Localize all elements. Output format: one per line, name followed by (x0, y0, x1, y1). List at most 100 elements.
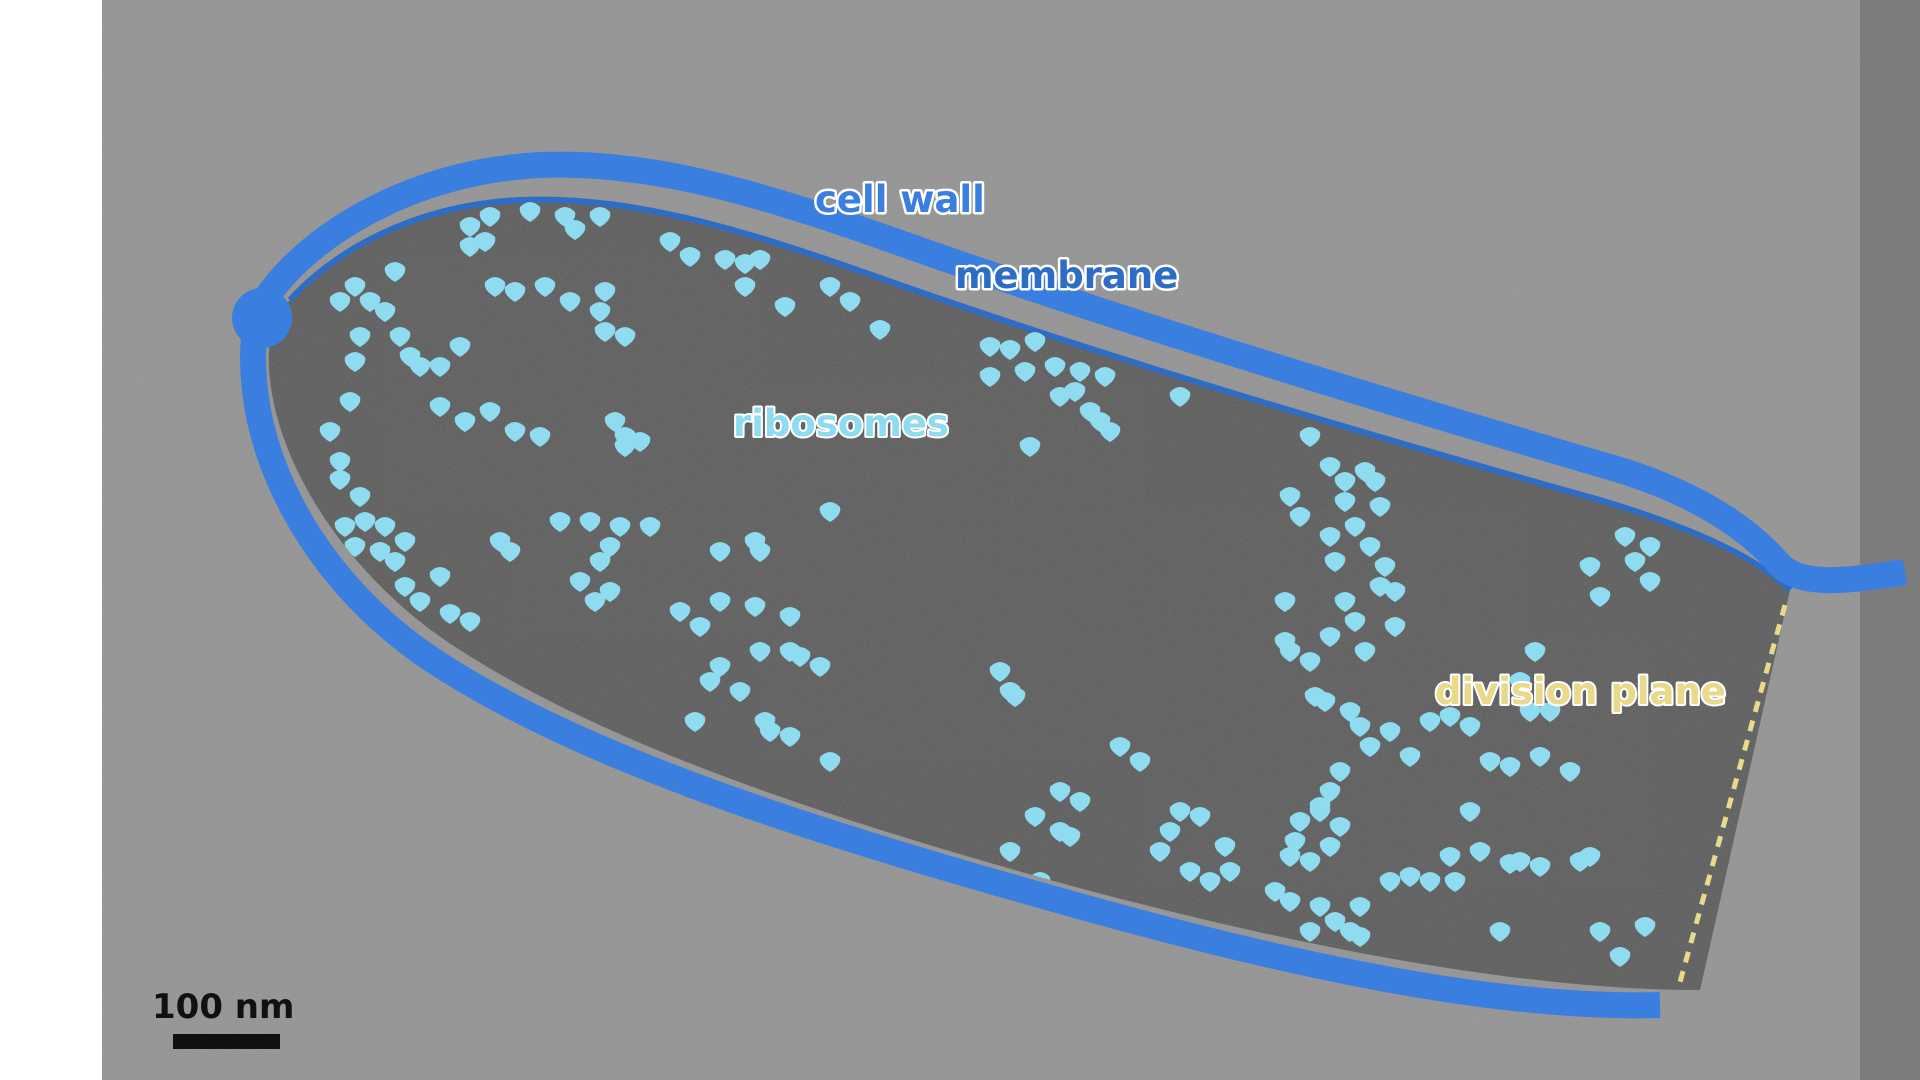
ribosome-particle-icon (1274, 592, 1296, 612)
ribosome-particle-icon (534, 277, 556, 297)
ribosome-particle-icon (989, 662, 1011, 682)
membrane-outline (287, 196, 1793, 593)
ribosome-particle-icon (1064, 382, 1086, 402)
ribosome-particle-icon (459, 217, 481, 237)
ribosome-particle-icon (1329, 817, 1351, 837)
ribosome-particle-icon (1609, 947, 1631, 967)
ribosome-particle-icon (1509, 672, 1531, 692)
ribosome-particle-icon (1359, 537, 1381, 557)
ribosome-particle-icon (1579, 847, 1601, 867)
ribosome-particle-icon (819, 752, 841, 772)
ribosome-particle-icon (1129, 752, 1151, 772)
ribosome-particle-icon (779, 607, 801, 627)
ribosome-particle-icon (1459, 802, 1481, 822)
ribosome-particle-icon (529, 427, 551, 447)
ribosome-particle-icon (1364, 472, 1386, 492)
ribosome-layer (319, 202, 1661, 967)
ribosome-particle-icon (709, 592, 731, 612)
scale-bar-label: 100 nm (152, 987, 294, 1027)
ribosome-particle-icon (1419, 712, 1441, 732)
ribosome-particle-icon (699, 672, 721, 692)
ribosome-particle-icon (394, 532, 416, 552)
ribosome-particle-icon (709, 542, 731, 562)
ribosome-particle-icon (474, 232, 496, 252)
ribosome-particle-icon (329, 292, 351, 312)
ribosome-particle-icon (1624, 552, 1646, 572)
ribosome-particle-icon (584, 592, 606, 612)
ribosome-particle-icon (429, 357, 451, 377)
scale-bar (173, 1034, 280, 1049)
division-plane-label: division plane (1435, 670, 1726, 713)
ribosome-particle-icon (999, 340, 1021, 360)
ribosome-particle-icon (819, 502, 841, 522)
ribosome-particle-icon (504, 422, 526, 442)
ribosome-particle-icon (1334, 492, 1356, 512)
ribosome-particle-icon (449, 337, 471, 357)
ribosome-particle-icon (589, 207, 611, 227)
ribosome-particle-icon (1024, 807, 1046, 827)
ribosome-particle-icon (1639, 537, 1661, 557)
ribosome-particle-icon (1384, 582, 1406, 602)
ribosome-particle-icon (429, 567, 451, 587)
ribosome-particle-icon (1049, 387, 1071, 407)
ribosome-particle-icon (564, 220, 586, 240)
ribosome-particle-icon (1419, 872, 1441, 892)
ribosome-particle-icon (1094, 367, 1116, 387)
ribosome-particle-icon (454, 412, 476, 432)
ribosome-particle-icon (609, 517, 631, 537)
ribosome-particle-icon (1324, 552, 1346, 572)
ribosome-particle-icon (354, 512, 376, 532)
ribosome-particle-icon (1334, 592, 1356, 612)
ribosome-particle-icon (1509, 852, 1531, 872)
ribosome-particle-icon (1379, 722, 1401, 742)
ribosome-particle-icon (519, 202, 541, 222)
ribosome-particle-icon (1519, 702, 1541, 722)
ribosome-particle-icon (1379, 872, 1401, 892)
ribosome-particle-icon (869, 320, 891, 340)
ribosome-particle-icon (1219, 862, 1241, 882)
ribosome-particle-icon (594, 282, 616, 302)
ribosome-particle-icon (684, 712, 706, 732)
ribosome-particle-icon (689, 617, 711, 637)
ribosome-particle-icon (439, 604, 461, 624)
ribosome-particle-icon (349, 327, 371, 347)
ribosome-particle-icon (774, 297, 796, 317)
ribosome-particle-icon (779, 727, 801, 747)
ribosome-particle-icon (759, 722, 781, 742)
ribosome-particle-icon (659, 232, 681, 252)
ribosome-particle-icon (1299, 427, 1321, 447)
ribosome-particle-icon (1369, 577, 1391, 597)
ribosome-particle-icon (549, 512, 571, 532)
micrograph-right-shade (1860, 0, 1920, 1080)
ribosome-particle-icon (1159, 822, 1181, 842)
ribosome-particle-icon (1369, 497, 1391, 517)
ribosome-particle-icon (789, 647, 811, 667)
ribosome-particle-icon (1319, 527, 1341, 547)
ribosome-particle-icon (614, 437, 636, 457)
ribosome-particle-icon (1314, 692, 1336, 712)
ribosome-particle-icon (744, 532, 766, 552)
ribosome-particle-icon (1059, 827, 1081, 847)
ribosome-particle-icon (1199, 872, 1221, 892)
ribosome-particle-icon (1559, 762, 1581, 782)
ribosome-particle-icon (1024, 332, 1046, 352)
ribosome-particle-icon (729, 682, 751, 702)
ribosome-particle-icon (1384, 617, 1406, 637)
ribosome-particle-icon (1499, 757, 1521, 777)
ribosome-particle-icon (1524, 642, 1546, 662)
ribosome-particle-icon (589, 302, 611, 322)
ribosome-particle-icon (1169, 387, 1191, 407)
ribosome-particle-icon (1044, 357, 1066, 377)
ribosome-particle-icon (1289, 812, 1311, 832)
division-plane-line (1677, 604, 1788, 983)
ribosome-particle-icon (819, 277, 841, 297)
ribosome-particle-icon (349, 487, 371, 507)
ribosome-particle-icon (1539, 702, 1561, 722)
ribosome-particle-icon (679, 247, 701, 267)
ribosome-particle-icon (384, 262, 406, 282)
ribosome-particle-icon (329, 452, 351, 472)
ribosome-particle-icon (1299, 922, 1321, 942)
ribosome-particle-icon (1529, 747, 1551, 767)
ribosome-particle-icon (1439, 707, 1461, 727)
ribosome-particle-icon (599, 537, 621, 557)
